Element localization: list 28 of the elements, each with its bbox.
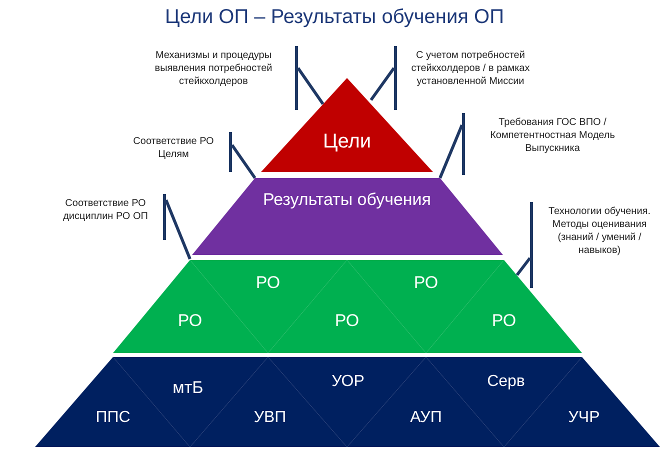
leader-line [370,67,396,101]
annotation-text: Соответствие РО дисциплин РО ОП [62,197,149,224]
annotation-text: Требования ГОС ВПО / Компетентностная Модель Выпускника [489,116,616,156]
shape-label: УЧР [568,409,600,427]
shape-label: ППС [96,409,130,427]
annotation-text: Соответствие РО Целям [132,135,215,162]
outcome-trapezoid [192,178,503,255]
shape-label: РО [334,311,360,331]
shape-label: РО [256,273,280,293]
annotation-text: Технологии обучения. Методы оценивания (знаний / умений / навыков) [547,205,652,258]
shape-label: мтБ [172,378,204,398]
shape-label: АУП [410,409,442,427]
shape-label: РО [414,273,438,293]
shape-label: РО [178,311,202,331]
shape-label: УОР [332,373,364,391]
shape-label: УВП [254,409,286,427]
leader-line [296,67,324,105]
shape-label: Серв [487,373,525,391]
title: Цели ОП – Результаты обучения ОП [164,6,505,29]
leader-line [164,199,192,260]
leader-line [516,257,532,276]
shape-label: Результаты обучения [263,190,431,210]
annotation-text: Механизмы и процедуры выявления потребностей стейкхолдеров [154,49,274,89]
shape-label: Цели [322,130,372,154]
leader-line [230,144,256,179]
annotation-text: С учетом потребностей стейкхолдеров / в рамках установленной Миссии [410,49,531,89]
leader-line [438,124,464,179]
shape-label: РО [492,311,516,331]
